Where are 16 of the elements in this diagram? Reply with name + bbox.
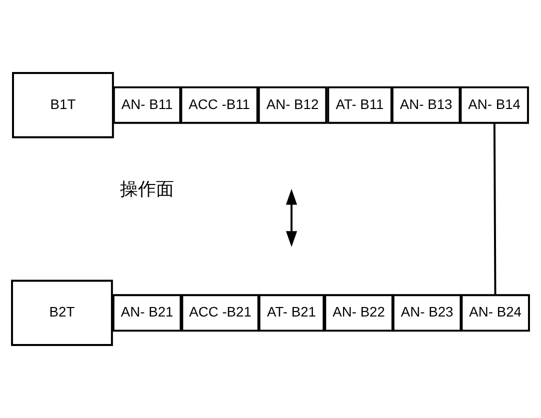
node-box: AN- B22 [324, 294, 394, 332]
node-box: AN- B12 [258, 86, 328, 124]
node-box: AN- B13 [391, 86, 461, 124]
node-box: ACC -B11 [180, 86, 258, 124]
node-box: AN- B14 [460, 86, 529, 124]
node-box: AN- B11 [112, 86, 182, 124]
label: 操作面 [120, 179, 174, 200]
node-box: AN- B23 [392, 294, 462, 332]
node-box: AN- B24 [460, 294, 530, 332]
node-box: B2T [11, 280, 113, 346]
node-box: AN- B21 [112, 294, 182, 332]
connector [493, 122, 496, 295]
node-box: B1T [12, 72, 114, 138]
node-box: ACC -B21 [181, 294, 260, 332]
node-box: AT- B21 [258, 294, 325, 332]
node-box: AT- B11 [327, 86, 392, 124]
